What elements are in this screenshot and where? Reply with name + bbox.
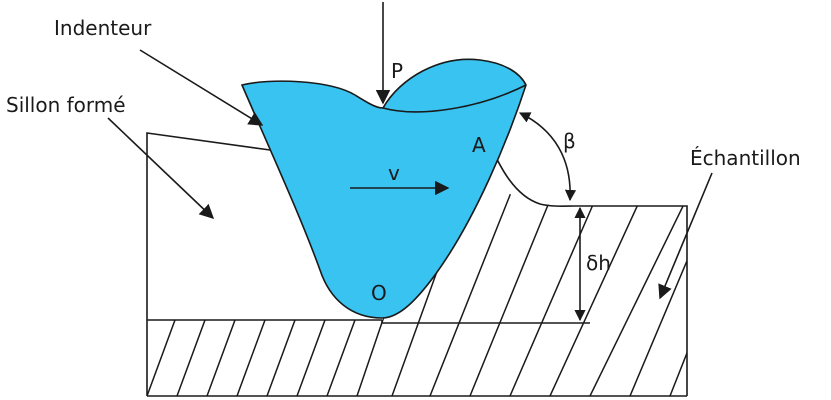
sample-label: Échantillon: [690, 146, 801, 170]
point-a-label: A: [472, 133, 486, 157]
groove-label: Sillon formé: [6, 93, 126, 117]
point-o-label: O: [371, 281, 387, 305]
indenter-leader-arrow: [139, 49, 264, 126]
sample-surface-front: [487, 139, 688, 396]
groove-outline-left: [146, 132, 271, 396]
groove-leader-arrow: [107, 117, 215, 219]
angle-label: β: [563, 129, 576, 153]
indenter-label: Indenteur: [54, 16, 152, 40]
velocity-label: v: [388, 161, 400, 185]
angle-arc: [518, 112, 577, 202]
force-label: P: [391, 59, 403, 83]
sample-leader-arrow: [658, 172, 713, 300]
depth-label: δh: [586, 251, 611, 275]
groove-step: [381, 320, 590, 324]
indenter-top-rim: [382, 84, 527, 113]
